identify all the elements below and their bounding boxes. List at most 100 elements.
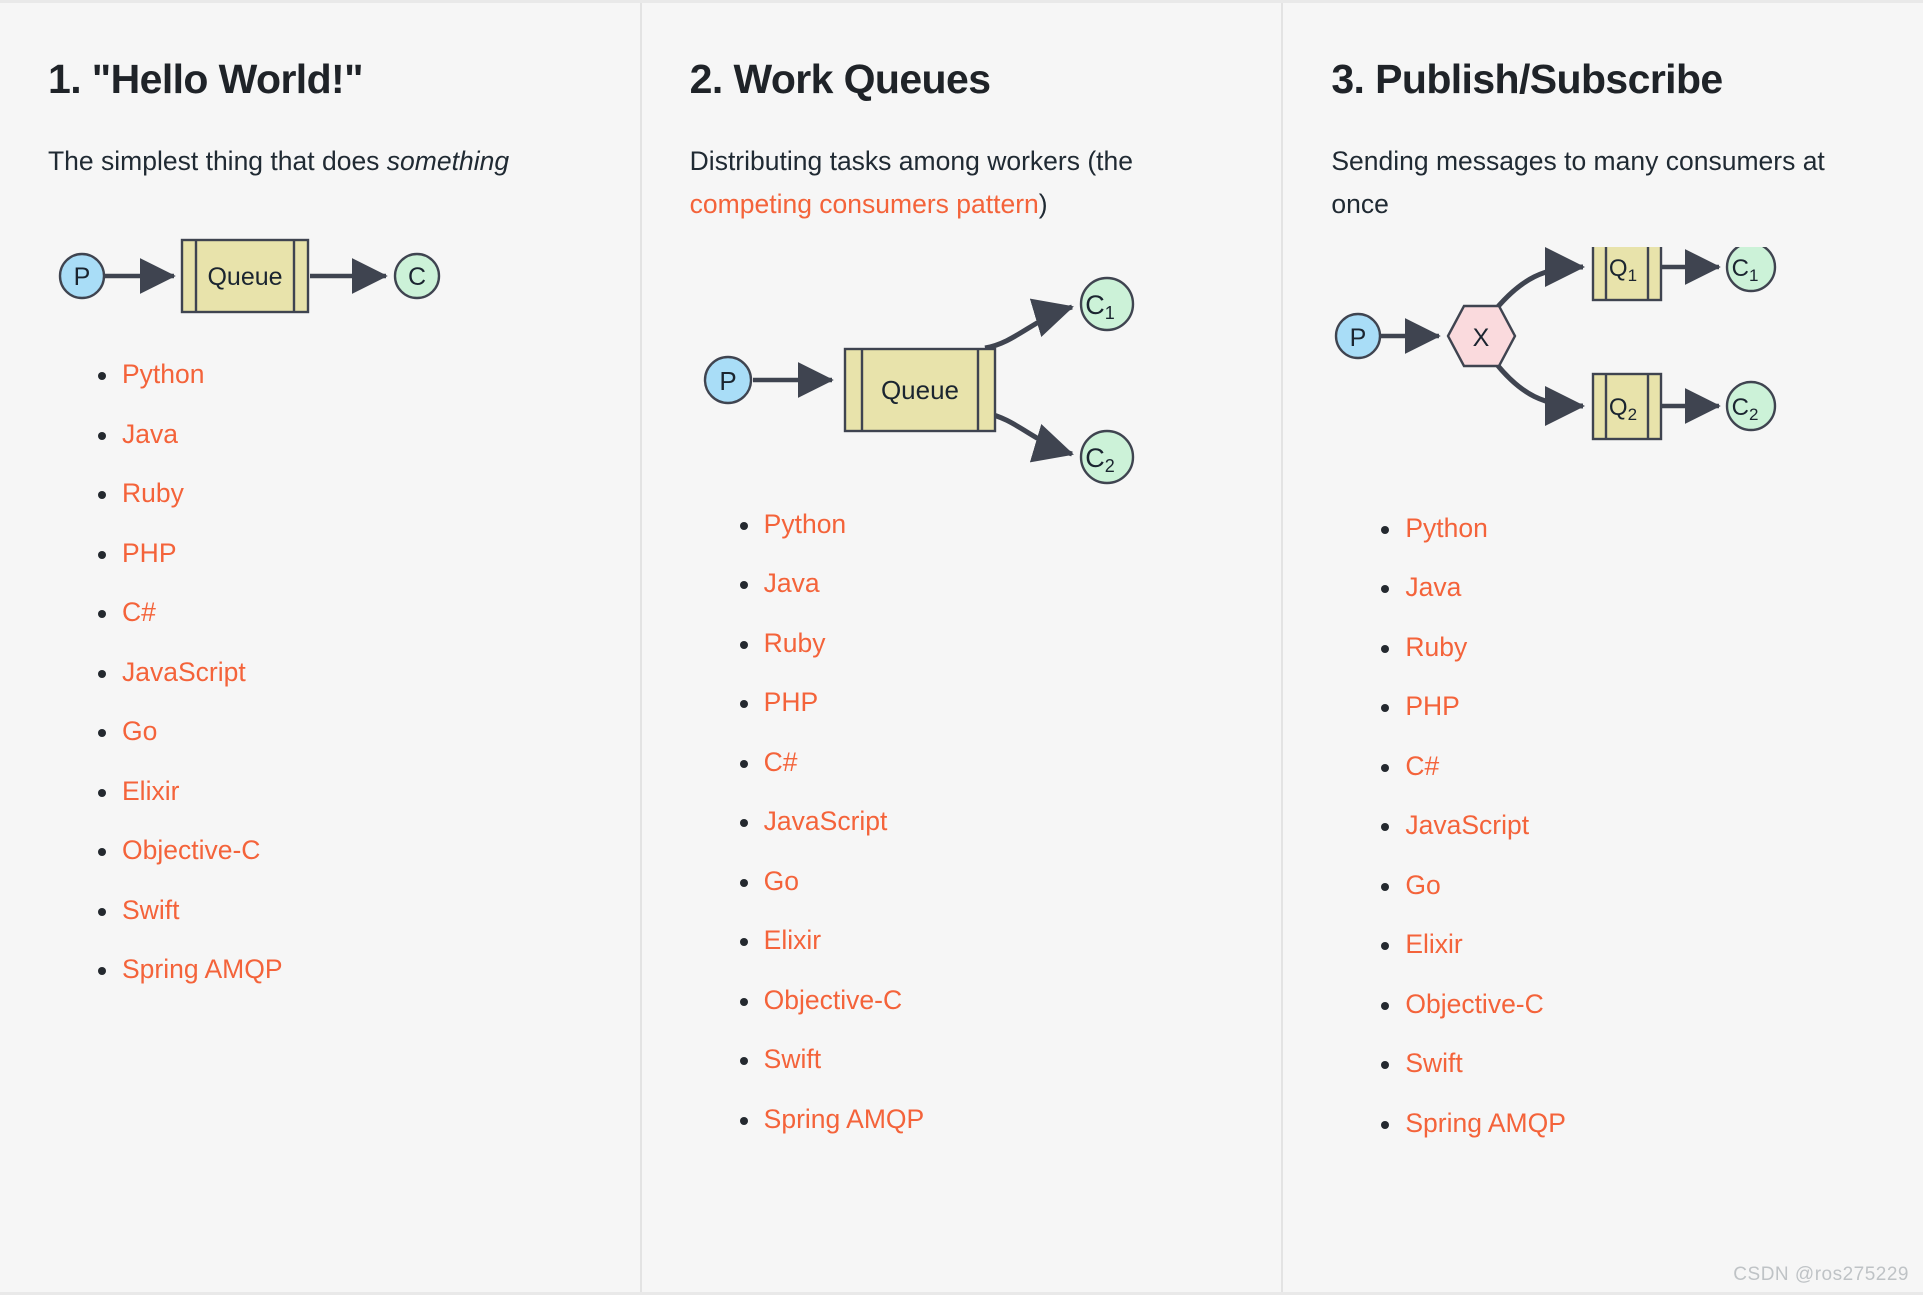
- language-link-java[interactable]: Java: [122, 418, 178, 449]
- list-item: PHP: [1381, 693, 1879, 720]
- list-item: Elixir: [739, 925, 1238, 956]
- diagram-work-queues: P Queue C1: [690, 263, 1238, 493]
- node-queue: Queue: [180, 239, 310, 314]
- language-link-java[interactable]: Java: [1405, 572, 1462, 603]
- list-item: Go: [98, 718, 596, 745]
- column-description: Sending messages to many consumers at on…: [1331, 140, 1879, 226]
- language-link-python[interactable]: Python: [763, 508, 847, 539]
- page-title: 3. Publish/Subscribe: [1331, 56, 1723, 102]
- svg-text:P: P: [719, 366, 736, 396]
- language-link-ruby[interactable]: Ruby: [763, 627, 826, 658]
- svg-text:P: P: [1350, 324, 1367, 352]
- column-publish-subscribe: 3. Publish/Subscribe Sending messages to…: [1281, 3, 1923, 1292]
- language-link-objective-c[interactable]: Objective-C: [122, 835, 261, 866]
- list-item: C#: [98, 599, 596, 626]
- node-producer: P: [703, 355, 752, 404]
- node-producer: P: [1335, 312, 1382, 359]
- page-title: 1. "Hello World!": [48, 56, 364, 102]
- list-item: Go: [1381, 869, 1879, 900]
- language-link-php[interactable]: PHP: [1405, 691, 1460, 722]
- language-link-spring-amqp[interactable]: Spring AMQP: [763, 1103, 925, 1134]
- language-list-work-queues: Python Java Ruby PHP C# JavaScript Go El…: [690, 508, 1238, 1134]
- column-work-queues: 2. Work Queues Distributing tasks among …: [639, 3, 1282, 1292]
- language-link-java[interactable]: Java: [763, 568, 820, 599]
- language-link-swift[interactable]: Swift: [1405, 1048, 1463, 1079]
- list-item: Java: [98, 421, 596, 448]
- svg-text:X: X: [1473, 324, 1490, 352]
- description-text: Sending messages to many consumers at on…: [1331, 146, 1825, 220]
- competing-consumers-pattern-link[interactable]: competing consumers pattern: [689, 189, 1039, 220]
- language-link-spring-amqp[interactable]: Spring AMQP: [122, 954, 283, 985]
- language-link-go[interactable]: Go: [763, 865, 800, 896]
- language-link-ruby[interactable]: Ruby: [1405, 631, 1468, 662]
- list-item: Objective-C: [1381, 988, 1879, 1019]
- language-link-ruby[interactable]: Ruby: [122, 478, 184, 509]
- language-link-csharp[interactable]: C#: [122, 597, 156, 628]
- language-link-elixir[interactable]: Elixir: [1405, 929, 1463, 960]
- list-item: JavaScript: [98, 659, 596, 686]
- node-producer: P: [58, 253, 106, 300]
- list-item: JavaScript: [739, 806, 1238, 837]
- list-item: PHP: [98, 540, 596, 567]
- language-link-objective-c[interactable]: Objective-C: [1405, 988, 1544, 1019]
- svg-text:Queue: Queue: [207, 263, 282, 291]
- language-link-javascript[interactable]: JavaScript: [763, 806, 888, 837]
- column-description: Distributing tasks among workers (the co…: [690, 140, 1238, 226]
- list-item: Swift: [1381, 1050, 1879, 1077]
- list-item: Ruby: [739, 627, 1238, 658]
- list-item: Python: [98, 361, 596, 388]
- description-text: Distributing tasks among workers (the: [689, 146, 1133, 177]
- columns-container: 1. "Hello World!" The simplest thing tha…: [0, 3, 1923, 1292]
- node-consumer-1: C1: [1726, 246, 1777, 292]
- language-list-publish-subscribe: Python Java Ruby PHP C# JavaScript Go El…: [1331, 512, 1879, 1138]
- language-link-go[interactable]: Go: [122, 716, 158, 747]
- language-link-spring-amqp[interactable]: Spring AMQP: [1405, 1107, 1566, 1138]
- column-hello-world: 1. "Hello World!" The simplest thing tha…: [0, 3, 640, 1292]
- list-item: Objective-C: [739, 984, 1238, 1015]
- language-link-python[interactable]: Python: [122, 359, 205, 390]
- node-queue-1: Q1: [1592, 246, 1663, 301]
- list-item: Python: [1381, 512, 1879, 543]
- language-link-javascript[interactable]: JavaScript: [122, 656, 246, 687]
- language-link-php[interactable]: PHP: [122, 537, 177, 568]
- node-consumer: C: [393, 253, 441, 300]
- list-item: Spring AMQP: [739, 1103, 1238, 1134]
- list-item: Java: [739, 568, 1238, 599]
- list-item: Python: [739, 508, 1238, 539]
- description-emphasis: something: [386, 146, 510, 177]
- list-item: Go: [739, 865, 1238, 896]
- list-item: JavaScript: [1381, 812, 1879, 839]
- language-link-swift[interactable]: Swift: [763, 1044, 822, 1075]
- language-link-elixir[interactable]: Elixir: [122, 775, 180, 806]
- svg-text:Queue: Queue: [881, 375, 959, 405]
- list-item: Swift: [98, 897, 596, 924]
- language-link-swift[interactable]: Swift: [122, 894, 180, 925]
- language-link-elixir[interactable]: Elixir: [763, 925, 822, 956]
- node-queue: Queue: [843, 347, 996, 432]
- svg-text:P: P: [74, 263, 91, 291]
- language-link-python[interactable]: Python: [1405, 512, 1488, 543]
- language-link-objective-c[interactable]: Objective-C: [763, 984, 903, 1015]
- list-item: Java: [1381, 574, 1879, 601]
- page-title: 2. Work Queues: [689, 56, 991, 102]
- watermark: CSDN @ros275229: [1733, 1264, 1909, 1285]
- list-item: C#: [739, 746, 1238, 777]
- language-link-csharp[interactable]: C#: [1405, 750, 1440, 781]
- node-consumer-2: C2: [1079, 429, 1134, 484]
- description-text: The simplest thing that does: [48, 146, 387, 177]
- list-item: Swift: [739, 1044, 1238, 1075]
- description-text-post: ): [1038, 189, 1048, 220]
- node-consumer-2: C2: [1726, 380, 1777, 431]
- node-consumer-1: C1: [1079, 276, 1134, 331]
- language-link-csharp[interactable]: C#: [763, 746, 798, 777]
- language-link-javascript[interactable]: JavaScript: [1405, 810, 1530, 841]
- list-item: PHP: [739, 687, 1238, 718]
- language-link-php[interactable]: PHP: [763, 687, 819, 718]
- language-link-go[interactable]: Go: [1405, 869, 1441, 900]
- list-item: Ruby: [1381, 631, 1879, 662]
- column-description: The simplest thing that does something: [48, 140, 596, 183]
- list-item: Elixir: [1381, 931, 1879, 958]
- diagram-publish-subscribe: P X Q1: [1331, 246, 1879, 497]
- list-item: C#: [1381, 750, 1879, 781]
